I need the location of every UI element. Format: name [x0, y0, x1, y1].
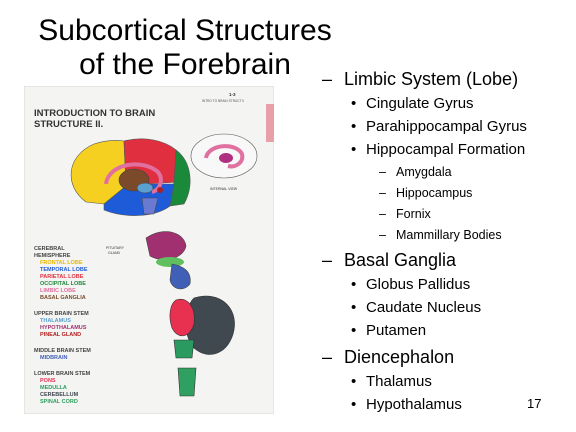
- legend-cerebral-1: CEREBRAL: [34, 246, 65, 252]
- legend-parietal: PARIETAL LOBE: [40, 274, 84, 280]
- slide-title: Subcortical Structures of the Forebrain: [30, 14, 340, 82]
- legend-midbrain: MIDBRAIN: [40, 355, 68, 361]
- figure-legend: CEREBRAL HEMISPHERE FRONTAL LOBE TEMPORA…: [34, 246, 91, 405]
- outline-item-hypothalamus: Hypothalamus: [322, 396, 572, 414]
- midbrain-green: [156, 257, 184, 267]
- figure-heading-line-1: INTRODUCTION TO BRAIN: [34, 108, 155, 119]
- outline-item-mammillary: Mammillary Bodies: [322, 228, 572, 243]
- lower-brainstem-parts: [169, 295, 235, 397]
- outline-item-putamen: Putamen: [322, 322, 572, 340]
- slide-title-line-2: of the Forebrain: [79, 48, 291, 81]
- outline-item-cingulate: Cingulate Gyrus: [322, 95, 572, 113]
- figure-heading-line-2: STRUCTURE II.: [34, 119, 103, 130]
- occipital-lobe: [169, 149, 191, 207]
- internal-limbic: [204, 144, 245, 169]
- pineal-gland: [157, 187, 163, 193]
- legend-hypothalamus: HYPOTHALAMUS: [40, 325, 87, 331]
- outline-item-thalamus: Thalamus: [322, 373, 572, 391]
- internal-thalamus: [219, 153, 233, 163]
- outline-item-limbic-system: Limbic System (Lobe): [322, 68, 572, 90]
- legend-upper: UPPER BRAIN STEM: [34, 311, 89, 317]
- legend-cerebellum: CEREBELLUM: [40, 392, 79, 398]
- brainstem-upper: [141, 197, 159, 215]
- legend-middle: MIDDLE BRAIN STEM: [34, 348, 91, 354]
- hypothalamus-shape: [145, 231, 187, 260]
- legend-cerebral-2: HEMISPHERE: [34, 253, 71, 259]
- outline-item-amygdala: Amygdala: [322, 165, 572, 180]
- figure-page-ref: 1-3: [229, 92, 236, 97]
- figure-edge-tab: [266, 104, 274, 142]
- midbrain-shape: [169, 263, 191, 290]
- spinal-cord-shape: [177, 367, 197, 397]
- legend-frontal: FRONTAL LOBE: [40, 260, 83, 266]
- legend-limbic: LIMBIC LOBE: [40, 288, 76, 294]
- lateral-brain-view: [70, 138, 191, 216]
- pituitary-label: PITUITARY: [106, 246, 125, 250]
- pons-shape: [169, 298, 195, 337]
- legend-temporal: TEMPORAL LOBE: [40, 267, 88, 273]
- brain-diagram-figure: 1-3 INTRO TO BRAIN STRUCT II INTRODUCTIO…: [24, 86, 274, 414]
- internal-view: INTERNAL VIEW: [190, 133, 258, 191]
- internal-view-label: INTERNAL VIEW: [210, 187, 238, 191]
- legend-spinal: SPINAL CORD: [40, 399, 78, 405]
- slide-title-line-1: Subcortical Structures: [38, 14, 332, 47]
- legend-medulla: MEDULLA: [40, 385, 67, 391]
- outline-item-diencephalon: Diencephalon: [322, 346, 572, 368]
- outline-item-hippocampus: Hippocampus: [322, 186, 572, 201]
- legend-pons: PONS: [40, 378, 56, 384]
- slide-number: 17: [527, 396, 542, 411]
- figure-header-small: INTRO TO BRAIN STRUCT II: [202, 99, 244, 103]
- legend-occipital: OCCIPITAL LOBE: [40, 281, 86, 287]
- outline-item-globus-pallidus: Globus Pallidus: [322, 276, 572, 294]
- frontal-lobe: [70, 140, 127, 205]
- outline-item-hippocampal-formation: Hippocampal Formation: [322, 141, 572, 159]
- legend-basal: BASAL GANGLIA: [40, 295, 86, 301]
- legend-lower: LOWER BRAIN STEM: [34, 371, 91, 377]
- legend-thalamus: THALAMUS: [40, 318, 71, 324]
- outline-list: Limbic System (Lobe) Cingulate Gyrus Par…: [322, 62, 572, 414]
- diencephalon-parts: PITUITARY GLAND: [106, 231, 191, 290]
- gland-label: GLAND: [108, 251, 121, 255]
- medulla-shape: [173, 339, 195, 359]
- outline-item-basal-ganglia: Basal Ganglia: [322, 249, 572, 271]
- thalamus-shape: [136, 182, 154, 194]
- legend-pineal: PINEAL GLAND: [40, 332, 81, 338]
- outline-item-parahippocampal: Parahippocampal Gyrus: [322, 118, 572, 136]
- outline-item-caudate: Caudate Nucleus: [322, 299, 572, 317]
- outline-item-fornix: Fornix: [322, 207, 572, 222]
